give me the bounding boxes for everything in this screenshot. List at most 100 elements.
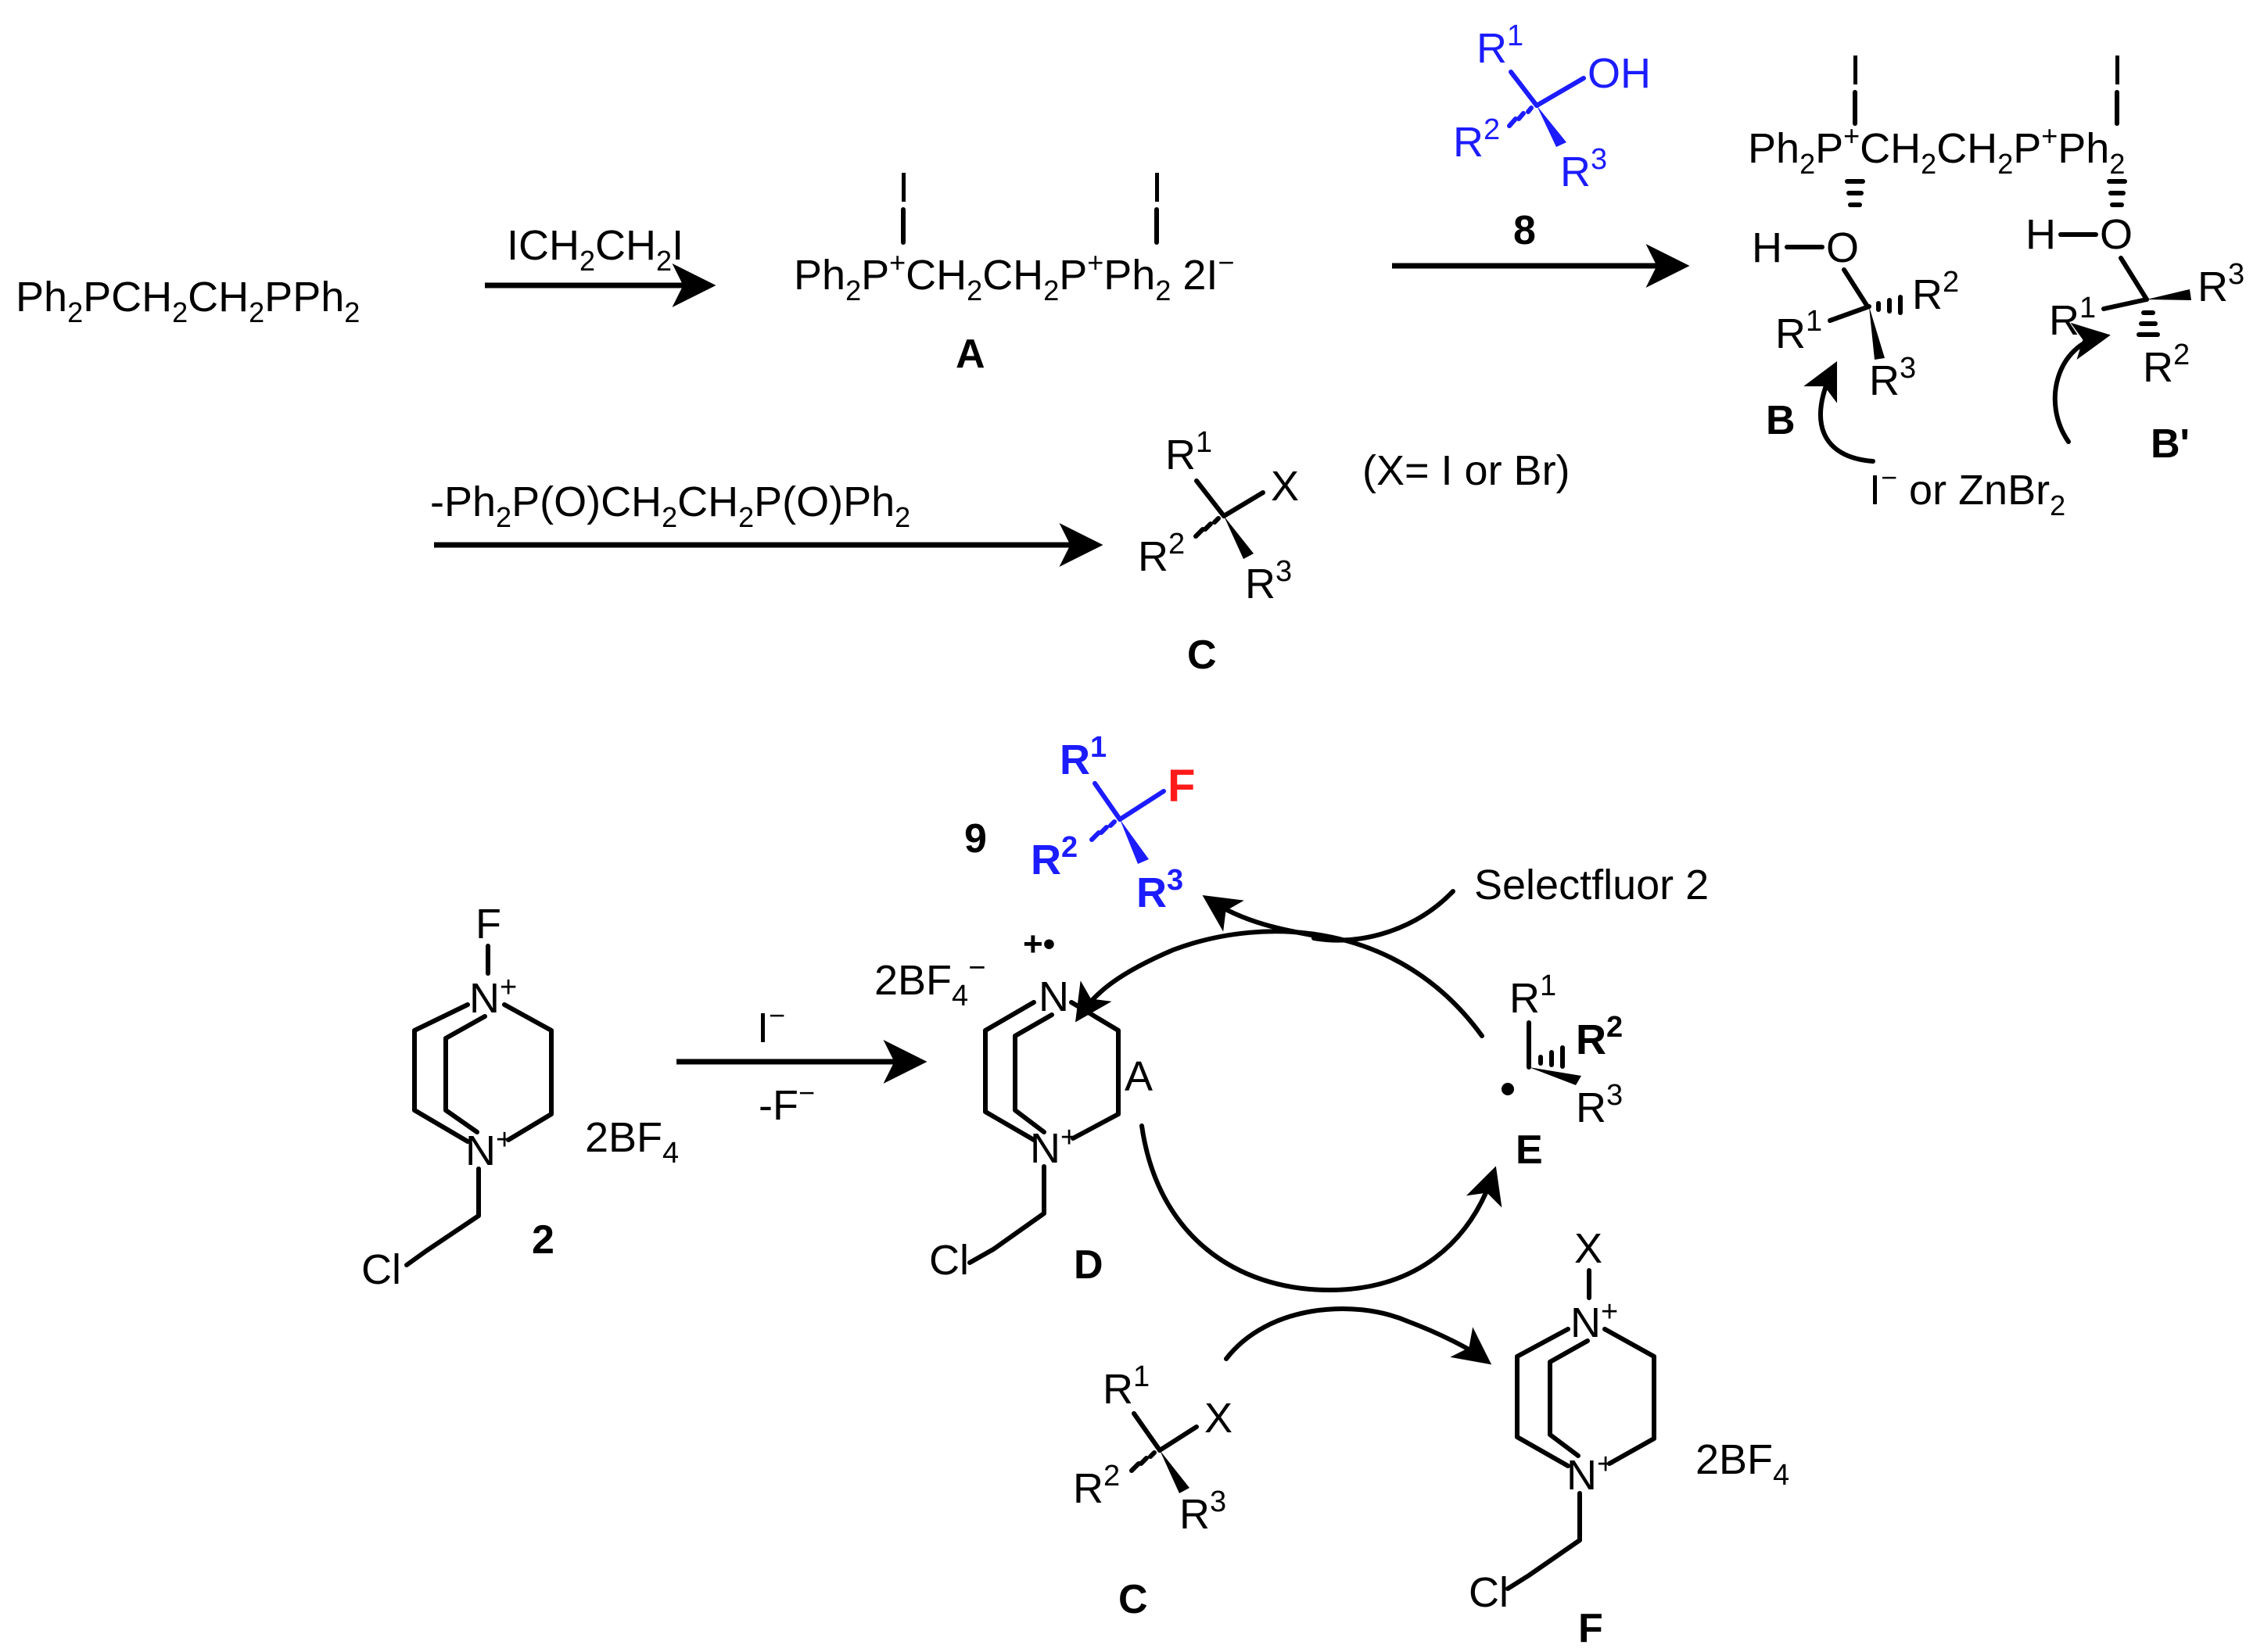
step-iodide: I− (757, 999, 785, 1052)
Cbot-R2: R2 (1073, 1460, 1120, 1512)
B-H-right: H (2025, 211, 2056, 258)
Cbot-R1: R1 (1103, 1360, 1150, 1413)
prod9-F: F (1168, 761, 1195, 812)
alc8-wedge-bond (1537, 106, 1566, 147)
curved-arrow-to-Bp (2052, 322, 2111, 444)
Fs-N-top: N+ (1570, 1295, 1618, 1346)
label-C-top: C (1187, 632, 1217, 678)
alc8-R2: R2 (1453, 113, 1500, 166)
D-radical-mark: +• (1023, 925, 1055, 963)
label-9: 9 (964, 816, 987, 862)
Bp-hashed-R2 (2137, 310, 2160, 337)
Cbot-bond-X (1157, 1424, 1199, 1453)
Bp-R3: R3 (2198, 258, 2244, 310)
label-E: E (1516, 1127, 1543, 1173)
E-R2: R2 (1576, 1011, 1623, 1063)
D-salt: 2BF4− (874, 951, 985, 1012)
B-R1: R1 (1775, 305, 1822, 357)
B-bond-O-C-left (1842, 267, 1870, 309)
nucleophile-label: I− or ZnBr2 (1869, 461, 2065, 521)
label-2: 2 (532, 1217, 554, 1263)
label-8: 8 (1513, 208, 1536, 253)
Cbot-R3: R3 (1179, 1485, 1226, 1538)
Ctop-X: X (1271, 463, 1299, 510)
sf-N-top: N+ (469, 971, 517, 1022)
Ctop-bond-R1 (1194, 478, 1226, 518)
Ctop-bond-X (1222, 490, 1265, 518)
B-hashed-R2 (1876, 295, 1903, 315)
selectfluor-structure: F N+ N+ Cl (361, 901, 554, 1293)
cycle-top-arc (1075, 929, 1484, 1038)
Cbot-hashed-R2 (1129, 1450, 1157, 1473)
alc8-OH: OH (1588, 50, 1651, 97)
B-formula: Ph2P+CH2CH2P+Ph2 (1748, 120, 2125, 180)
B-iodo-right: I (2112, 47, 2123, 94)
arrow-C-to-F (1224, 1306, 1492, 1365)
label-F: F (1578, 1606, 1603, 1651)
Fs-salt: 2BF4 (1695, 1436, 1789, 1492)
alc8-hashed-bond (1507, 106, 1534, 128)
Fs-N-bot: N+ (1566, 1448, 1614, 1499)
selectfluor-label: Selectfluor 2 (1474, 862, 1709, 908)
Bp-R1: R1 (2049, 292, 2096, 344)
Bp-wedge-R3 (2147, 289, 2191, 300)
E-R1: R1 (1509, 969, 1556, 1022)
B-H-left: H (1752, 224, 1782, 271)
elimination-byproduct: -Ph2P(O)CH2CH2P(O)Ph2 (430, 478, 910, 533)
label-B: B (1766, 398, 1796, 443)
sf-salt: 2BF4 (585, 1114, 679, 1170)
label-A: A (956, 331, 985, 377)
sf-F: F (475, 901, 501, 948)
alc8-R3: R3 (1560, 143, 1607, 195)
label-Bp: B' (2151, 421, 2190, 467)
alkyl-radical-E: R1 R2 R3 (1502, 969, 1623, 1131)
D-Cl: Cl (929, 1237, 969, 1284)
Cbot-X: X (1204, 1395, 1232, 1442)
step-fluoride: -F− (759, 1077, 815, 1129)
B-iodo-left: I (1850, 47, 1861, 94)
arrow-selectfluor-in (1311, 889, 1455, 943)
curved-arrow-to-B (1803, 360, 1875, 464)
alc8-bond-OH (1534, 76, 1586, 108)
B-O-left: O (1826, 224, 1859, 271)
A-formula: Ph2P+CH2CH2P+Ph2 2I− (794, 246, 1234, 306)
B-bond-R1 (1828, 304, 1871, 323)
D-A-mark: A (1125, 1053, 1153, 1100)
E-radical-dot (1502, 1083, 1514, 1095)
B-dashed-PO-right (2107, 179, 2127, 207)
reagent-diiodoethane: ICH2CH2I (507, 222, 684, 277)
label-D: D (1074, 1242, 1103, 1288)
E-R3: R3 (1576, 1079, 1623, 1131)
Cbot-bond-R1 (1132, 1411, 1162, 1453)
Bp-R2: R2 (2143, 339, 2190, 391)
sf-N-bot: N+ (465, 1123, 513, 1174)
Ctop-R1: R1 (1165, 426, 1212, 478)
halo-dabco-F: X N+ N+ Cl (1469, 1225, 1656, 1616)
prod9-hashed-R2 (1089, 819, 1117, 842)
B-R3: R3 (1869, 352, 1916, 404)
start-diphosphine: Ph2PCH2CH2PPh2 (16, 274, 360, 328)
prod9-bond-F (1118, 789, 1166, 822)
B-O-right: O (2100, 211, 2133, 258)
prod9-bond-R1 (1093, 781, 1122, 822)
alc8-bond-R1 (1509, 70, 1539, 108)
E-wedge-R3 (1529, 1067, 1581, 1085)
radical-cation-D: 2BF4− +• N N+ Cl A (874, 925, 1153, 1284)
D-N-top: N (1039, 973, 1069, 1020)
prod9-R1: R1 (1060, 731, 1107, 783)
prod9-R3: R3 (1136, 864, 1183, 916)
Ctop-R2: R2 (1138, 528, 1185, 580)
Ctop-hashed-R2 (1193, 516, 1221, 539)
prod9-wedge-R3 (1120, 819, 1149, 864)
label-C-bottom: C (1118, 1577, 1148, 1622)
arrow-to-product9 (1202, 895, 1332, 941)
Cbot-wedge-R3 (1160, 1450, 1189, 1493)
B-wedge-R3 (1869, 306, 1885, 360)
Fs-X: X (1574, 1225, 1602, 1272)
cycle-bottom-arc (1139, 1123, 1502, 1293)
Bp-bond-R1 (2101, 297, 2149, 311)
E-hashed-R2 (1538, 1045, 1565, 1069)
prod9-R2: R2 (1031, 831, 1078, 883)
